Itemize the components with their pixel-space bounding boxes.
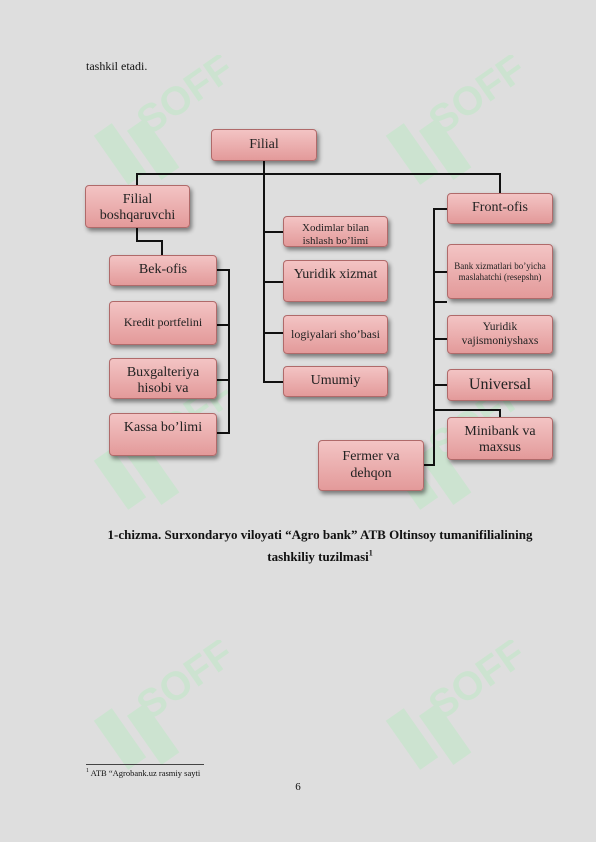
footnote-ref: 1 — [86, 768, 89, 775]
box-front-ofis: Front-ofis — [447, 193, 553, 224]
box-logiyalari: logiyalari sho’basi — [283, 315, 388, 354]
box-universal: Universal — [447, 369, 553, 401]
box-kredit-portfelini: Kredit portfelini — [109, 301, 217, 345]
box-xodimlar: Xodimlar bilan ishlash bo’limi — [283, 216, 388, 247]
intro-text: tashkil etadi. — [86, 59, 148, 73]
box-buxgalteriya: Buxgalteriya hisobi va — [109, 358, 217, 399]
caption-footnote-ref: 1 — [368, 548, 373, 558]
box-fermer: Fermer va dehqon — [318, 440, 424, 491]
figure-caption: 1-chizma. Surxondaryo viloyati “Agro ban… — [60, 524, 580, 568]
box-minibank: Minibank va maxsus — [447, 417, 553, 460]
box-kassa: Kassa bo’limi — [109, 413, 217, 456]
footnote: 1 ATB “Agrobank.uz rasmiy sayti — [86, 768, 200, 778]
box-bank-xizmatlari: Bank xizmatlari bo’yicha maslahatchi (re… — [447, 244, 553, 299]
box-filial: Filial — [211, 129, 317, 161]
box-yuridik-xizmat: Yuridik xizmat — [283, 260, 388, 302]
page-number: 6 — [295, 781, 301, 793]
footnote-rule — [86, 764, 204, 765]
box-umumiy: Umumiy — [283, 366, 388, 397]
footnote-text: ATB “Agrobank.uz rasmiy sayti — [89, 768, 201, 778]
box-bek-ofis: Bek-ofis — [109, 255, 217, 286]
box-filial-boshqaruvchi: Filial boshqaruvchi — [85, 185, 190, 228]
caption-title-end: tashkiliy tuzilmasi — [267, 549, 369, 565]
caption-line-1: 1-chizma. Surxondaryo viloyati “Agro ban… — [107, 527, 533, 542]
box-yuridik-vajismoniyshaxs: Yuridik vajismoniyshaxs — [447, 315, 553, 354]
caption-line-2: tashkiliy tuzilmasi1 — [60, 546, 580, 568]
